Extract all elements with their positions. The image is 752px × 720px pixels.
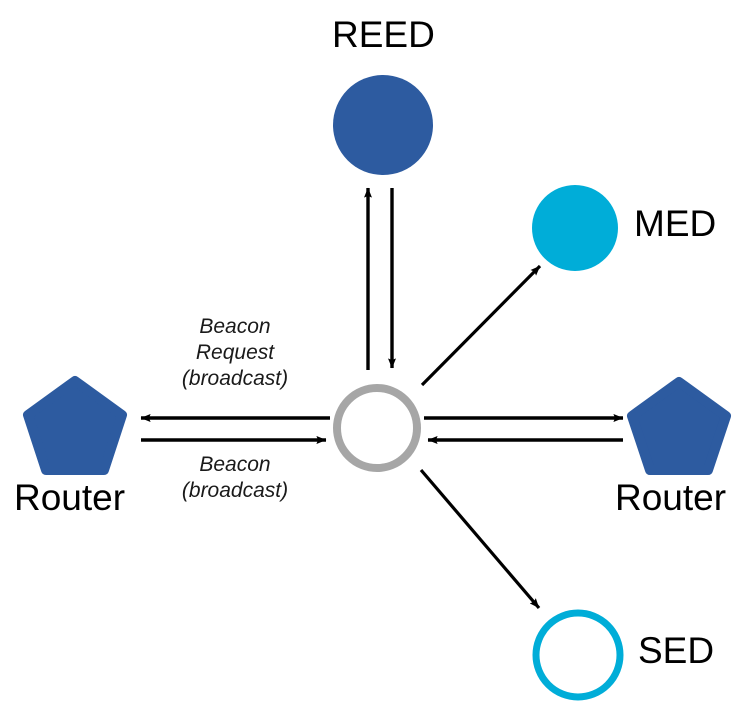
edge-label-line: Beacon — [199, 315, 271, 338]
node-label-med: MED — [634, 203, 717, 244]
edge-label-line: (broadcast) — [181, 479, 289, 503]
node-label-sed: SED — [638, 630, 715, 671]
node-med[interactable] — [532, 185, 618, 271]
node-sed[interactable] — [532, 609, 624, 701]
edge-center-to-sed — [419, 468, 541, 610]
edge-label-beacon: Beacon (broadcast) — [152, 452, 318, 504]
node-center[interactable] — [333, 384, 421, 472]
edge-label-line: Request — [195, 341, 275, 365]
node-label-reed: REED — [332, 14, 435, 55]
node-router-right[interactable] — [627, 377, 731, 475]
node-label-router-left: Router — [14, 477, 126, 518]
node-label-router-right: Router — [615, 477, 727, 518]
node-router-left[interactable] — [23, 376, 127, 475]
edge-center-to-med — [420, 264, 542, 387]
edge-label-line: (broadcast) — [181, 367, 289, 391]
edge-label-beacon-request: Beacon Request (broadcast) — [152, 314, 318, 392]
edge-label-line: Beacon — [199, 453, 271, 476]
node-reed[interactable] — [333, 75, 433, 175]
